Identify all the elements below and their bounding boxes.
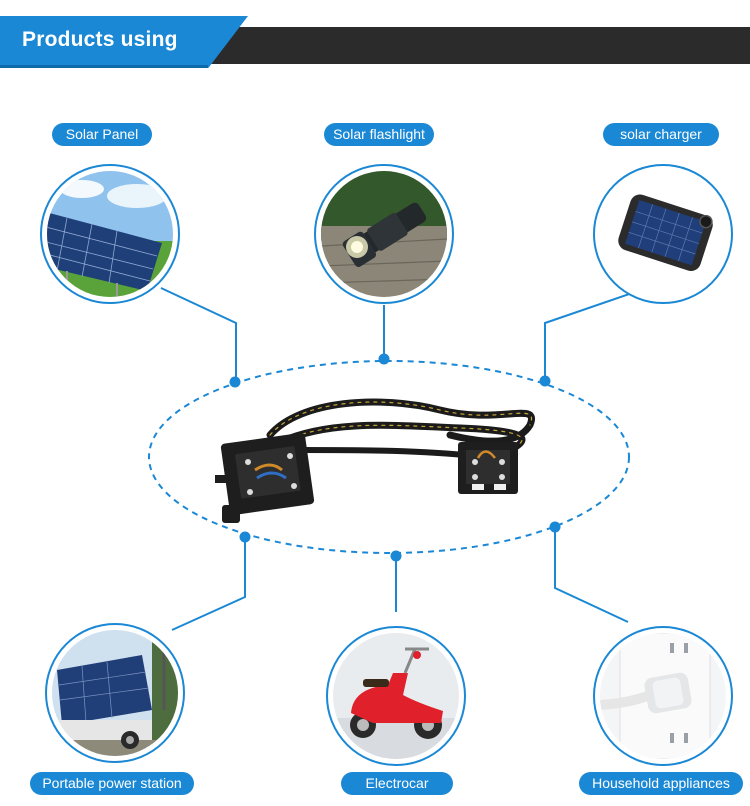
solar-flashlight-image (314, 164, 454, 304)
connector-solar-charger (544, 290, 639, 381)
portable-power-station-image (45, 623, 185, 763)
connector-dot (549, 521, 561, 533)
label-household-appliances: Household appliances (579, 772, 743, 795)
solar-charger-image (593, 164, 733, 304)
electrocar-image (326, 626, 466, 766)
connector-solar-panel (160, 287, 237, 382)
label-electrocar: Electrocar (341, 772, 453, 795)
right-junction-box (458, 442, 518, 494)
connector-dot (539, 375, 551, 387)
left-junction-box (215, 432, 315, 523)
connector-dot (239, 531, 251, 543)
connector-dot (229, 376, 241, 388)
connector-dot (390, 550, 402, 562)
header-tab (0, 16, 248, 68)
label-solar-charger: solar charger (603, 123, 719, 146)
household-appliances-image (593, 626, 733, 766)
connector-portable-power (171, 537, 246, 631)
solar-panel-image (40, 164, 180, 304)
label-solar-flashlight: Solar flashlight (324, 123, 434, 146)
label-solar-panel: Solar Panel (52, 123, 152, 146)
cable-junction-box-image (215, 398, 535, 523)
connector-dot (378, 353, 390, 365)
page-title: Products using (22, 28, 178, 51)
connector-household (554, 527, 629, 623)
label-portable-power-station: Portable power station (30, 772, 194, 795)
